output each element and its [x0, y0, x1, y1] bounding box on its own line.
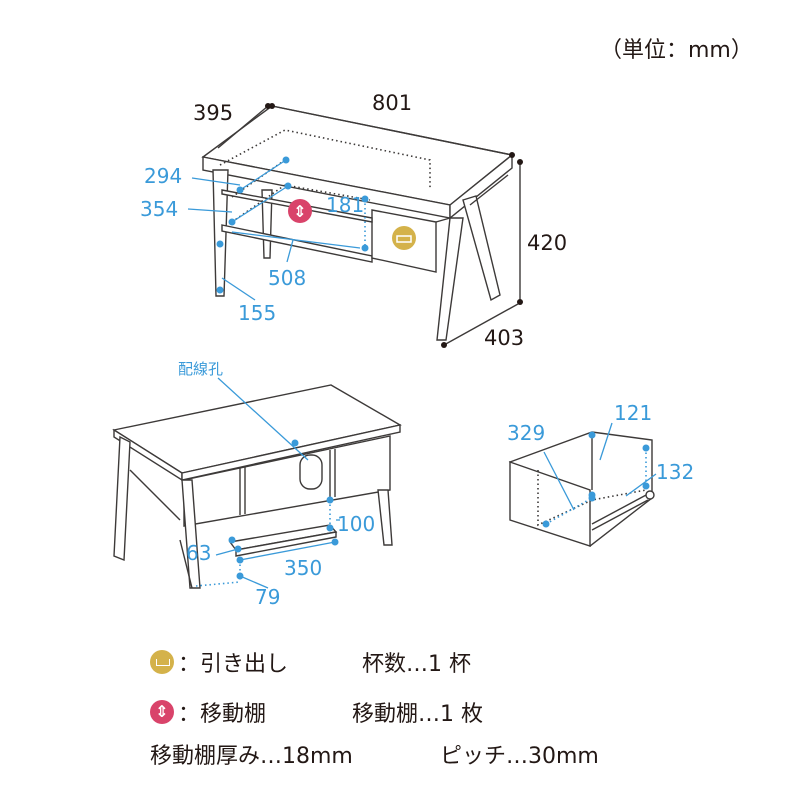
dim-inner-width: 508: [268, 266, 306, 290]
drawer-badge-icon: [392, 226, 416, 250]
legend-row-shelf: ：移動棚: [150, 696, 266, 728]
cable-hole-label: 配線孔: [178, 360, 223, 378]
legend-row-drawer: ：引き出し: [150, 646, 288, 678]
cable-hole: [299, 454, 323, 490]
movable-shelf-badge-icon: [150, 700, 174, 724]
leg-right-front: [436, 217, 464, 341]
legend-shelf-count: 移動棚…1 枚: [352, 702, 483, 727]
legend-shelf-count-row: 移動棚…1 枚: [352, 696, 483, 728]
dim-inner-depth-lower: 354: [140, 197, 178, 221]
legend-pitch-row: ピッチ…30mm: [440, 738, 599, 770]
dim-depth: 395: [193, 101, 233, 125]
lower-frame: [221, 224, 373, 263]
drawer-view: 329 121 132: [507, 401, 694, 547]
legend-drawer-count: 杯数…1 杯: [362, 652, 471, 677]
dim-leg-clearance: 155: [238, 301, 276, 325]
legend-pitch: ピッチ…30mm: [440, 744, 599, 769]
shelf-badge-icon: [288, 199, 312, 223]
svg-text:⇕: ⇕: [293, 202, 306, 221]
dim-width: 801: [372, 91, 412, 115]
legend-shelf-thickness: 移動棚厚み…18mm: [150, 744, 353, 769]
dim-tray-width: 350: [284, 556, 322, 580]
drawer-handle-knob: [645, 490, 655, 500]
drawer-front-panel: [509, 461, 591, 547]
dim-tray-height: 100: [337, 512, 375, 536]
back-leg-right-back: [377, 489, 393, 546]
leg-left-front: [212, 169, 229, 297]
legend-thickness-row: 移動棚厚み…18mm: [150, 738, 353, 770]
dim-height: 420: [527, 231, 567, 255]
dim-tray-depth: 63: [186, 541, 211, 565]
legend-shelf-label: ：移動棚: [178, 702, 267, 727]
legend-drawer-label: ：引き出し: [178, 652, 289, 677]
back-leg-right-front: [181, 479, 201, 589]
drawer-badge-icon: [150, 650, 174, 674]
dim-tray-clearance: 79: [255, 585, 280, 609]
dim-leg-spread: 403: [484, 326, 524, 350]
dim-drawer-depth: 329: [507, 421, 545, 445]
dim-drawer-height: 132: [656, 460, 694, 484]
leg-right-back: [462, 195, 501, 302]
front-view: ⇕ 395 801 420 403 294: [140, 91, 567, 350]
dim-drawer-height-inner: 121: [614, 401, 652, 425]
unit-label: （単位：mm）: [600, 38, 753, 63]
legend-drawer-count-row: 杯数…1 杯: [362, 646, 471, 678]
dim-shelf-height: 181: [326, 193, 364, 217]
back-leg-left-front: [113, 435, 131, 562]
back-view: 配線孔 100 63 350 79: [112, 360, 402, 609]
dim-inner-depth-upper: 294: [144, 164, 182, 188]
